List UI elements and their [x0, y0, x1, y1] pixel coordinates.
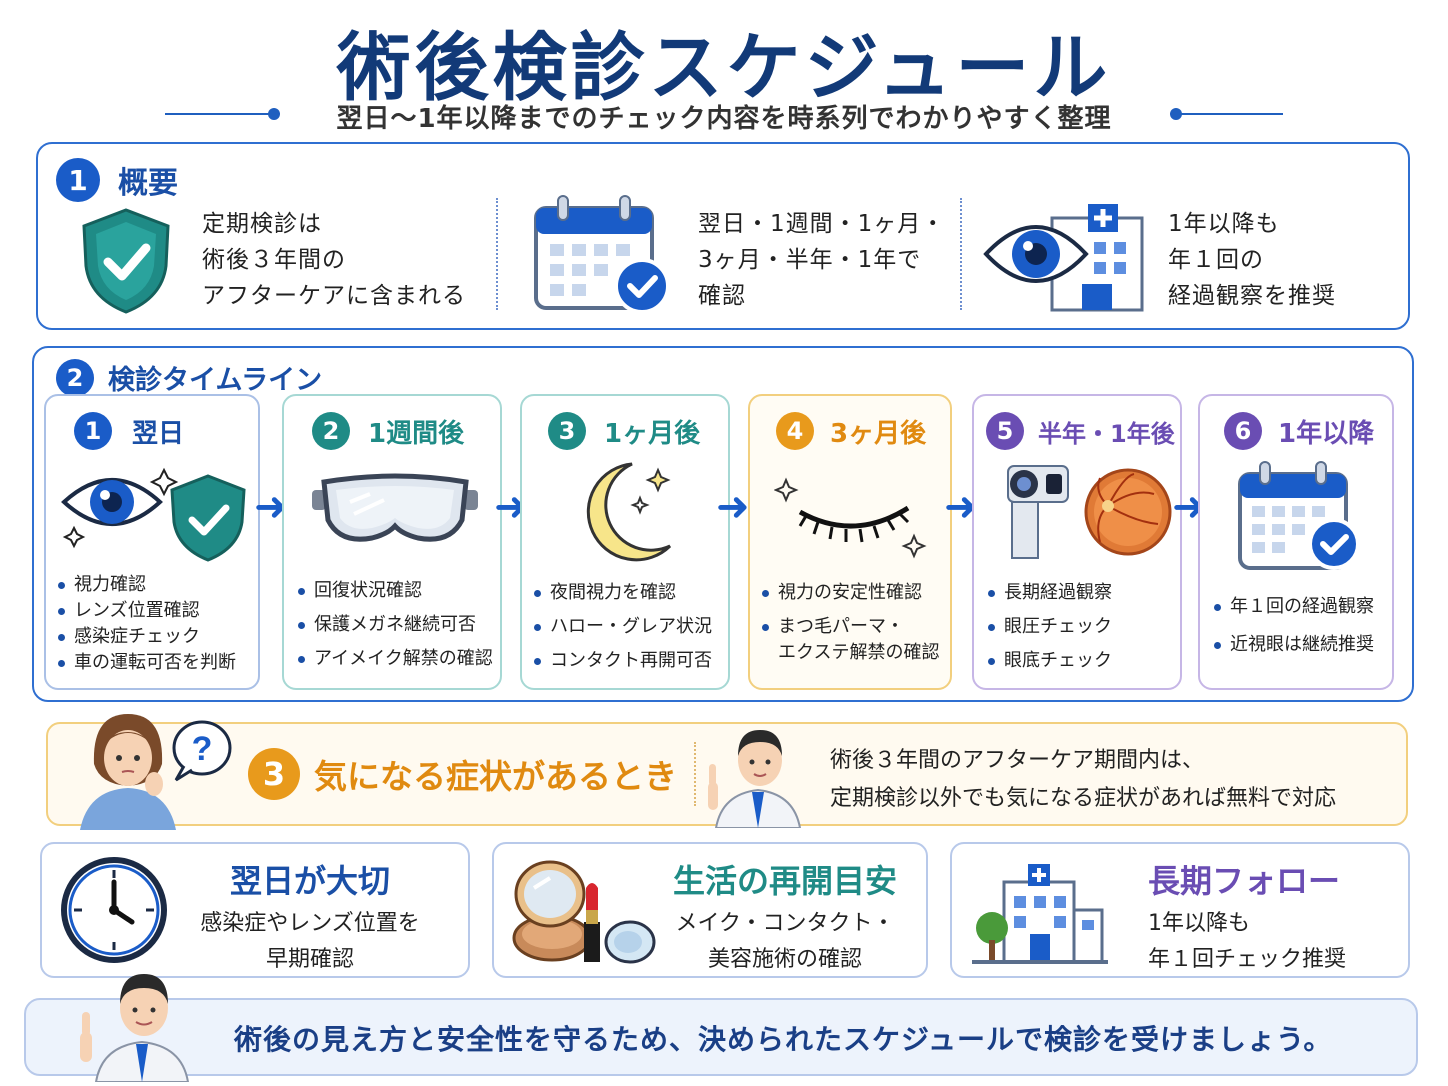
stage-6-label: 1年以降: [1278, 418, 1375, 449]
stage-5-item-2: 眼圧チェック: [986, 614, 1182, 640]
stage-1-number: 1: [74, 412, 112, 450]
stage-2-item-2: 保護メガネ継続可否: [296, 612, 500, 638]
stage-6-number: 6: [1224, 412, 1262, 450]
stage-5-item-1: 長期経過観察: [986, 580, 1182, 606]
overview-item-3-line-1: 1年以降も: [1168, 211, 1280, 237]
doctor-icon: [702, 720, 814, 832]
bottom-card-1-line-1: 感染症やレンズ位置を: [200, 911, 420, 936]
bottom-card-3-title: 長期フォロー: [1148, 862, 1341, 900]
overview-divider-1: [496, 198, 498, 310]
overview-item-1-line-1: 定期検診は: [202, 211, 322, 237]
stage-3-card: 3 1ヶ月後 夜間視力を確認 ハロー・グレア状況 コンタクト再開可否: [520, 394, 730, 690]
stage-1-item-3: 感染症チェック: [56, 624, 256, 650]
bottom-card-1: 翌日が大切 感染症やレンズ位置を 早期確認: [40, 842, 470, 978]
decorative-dot-left: [268, 108, 280, 120]
overview-divider-2: [960, 198, 962, 310]
eye-shield-icon: [60, 458, 250, 572]
overview-item-1-line-2: 術後３年間の: [202, 247, 346, 273]
stage-4-number: 4: [776, 412, 814, 450]
decorative-line-right: [1178, 113, 1283, 115]
stage-1-label: 翌日: [132, 418, 185, 449]
hospital-icon: [972, 860, 1108, 968]
stage-2-card: 2 1週間後 回復状況確認 保護メガネ継続可否 アイメイク解禁の確認: [282, 394, 502, 690]
bottom-card-1-title: 翌日が大切: [229, 862, 390, 900]
stage-3-number: 3: [548, 412, 586, 450]
stage-1-item-2: レンズ位置確認: [56, 598, 256, 624]
eyelash-icon: [773, 472, 934, 566]
stage-3-item-1: 夜間視力を確認: [532, 580, 732, 606]
stage-5-number: 5: [986, 412, 1024, 450]
clock-icon: [58, 854, 170, 970]
stage-1-item-4: 車の運転可否を判断: [56, 650, 256, 676]
eye-exam-icon: [1004, 462, 1174, 566]
stage-3-item-2: ハロー・グレア状況: [532, 614, 732, 640]
stage-4-label: 3ヶ月後: [830, 418, 927, 449]
symptoms-text: 術後３年間のアフターケア期間内は、 定期検診以外でも気になる症状があれば無料で対…: [830, 742, 1336, 818]
stage-2-label: 1週間後: [368, 418, 465, 449]
overview-item-2-text: 翌日・1週間・1ヶ月・ 3ヶ月・半年・1年で 確認: [698, 206, 945, 314]
shield-check-icon: [78, 206, 174, 320]
stage-5-card: 5 半年・1年後 長期経過観察 眼圧チェック 眼底チェック: [972, 394, 1182, 690]
timeline-arrow-4: ➜: [944, 484, 978, 530]
page-title: 術後検診スケジュール: [336, 25, 1112, 111]
overview-item-2-line-1: 翌日・1週間・1ヶ月・: [698, 211, 946, 237]
footer-message: 術後の見え方と安全性を守るため、決められたスケジュールで検診を受けましょう。: [234, 1023, 1333, 1056]
calendar-check-icon: [1236, 460, 1362, 578]
bottom-card-1-line-2: 早期確認: [265, 947, 354, 972]
stage-2-item-1: 回復状況確認: [296, 578, 500, 604]
stage-4-card: 4 3ヶ月後 視力の安定性確認 まつ毛パーマ・ エクステ解禁の確認: [748, 394, 952, 690]
footer-banner: [24, 998, 1418, 1076]
moon-icon: [572, 460, 692, 568]
overview-number-badge: 1: [56, 158, 100, 202]
timeline-arrow-1: ➜: [254, 484, 288, 530]
stage-6-card: 6 1年以降 年１回の経過観察 近視眼は継続推奨: [1198, 394, 1394, 690]
overview-item-2-line-3: 確認: [698, 283, 746, 309]
bottom-card-2-line-1: メイク・コンタクト・: [675, 911, 895, 936]
symptoms-line-1: 術後３年間のアフターケア期間内は、: [830, 748, 1205, 773]
decorative-dot-right: [1170, 108, 1182, 120]
page-subtitle: 翌日〜1年以降までのチェック内容を時系列でわかりやすく整理: [336, 104, 1112, 134]
footer-doctor-icon: [76, 962, 206, 1086]
symptoms-divider: [694, 742, 696, 806]
bottom-card-3-line-1: 1年以降も: [1148, 911, 1250, 936]
decorative-line-left: [165, 113, 270, 115]
stage-5-item-3: 眼底チェック: [986, 648, 1182, 674]
eye-hospital-icon: [982, 200, 1162, 316]
stage-3-label: 1ヶ月後: [604, 418, 701, 449]
symptoms-line-2: 定期検診以外でも気になる症状があれば無料で対応: [830, 786, 1337, 811]
bottom-card-3-line-2: 年１回チェック推奨: [1148, 947, 1347, 972]
symptoms-title: 気になる症状があるとき: [314, 757, 677, 796]
calendar-check-icon: [532, 192, 672, 320]
stage-5-label: 半年・1年後: [1038, 419, 1175, 448]
stage-2-item-3: アイメイク解禁の確認: [296, 646, 500, 672]
timeline-title: 検診タイムライン: [108, 365, 323, 396]
goggles-icon: [310, 472, 480, 552]
question-mark: ?: [192, 730, 213, 768]
bottom-card-3: 長期フォロー 1年以降も 年１回チェック推奨: [950, 842, 1410, 978]
overview-section: 1 概要 定期検診は 術後３年間の アフターケアに含まれる: [36, 142, 1410, 330]
bottom-card-2-line-2: 美容施術の確認: [707, 947, 862, 972]
overview-item-3-text: 1年以降も 年１回の 経過観察を推奨: [1168, 206, 1336, 314]
symptoms-number-badge: 3: [248, 748, 300, 800]
stage-6-item-2: 近視眼は継続推奨: [1212, 632, 1396, 658]
stage-4-item-2: まつ毛パーマ・ エクステ解禁の確認: [760, 614, 952, 666]
overview-item-2-line-2: 3ヶ月・半年・1年で: [698, 247, 922, 273]
bottom-card-2-title: 生活の再開目安: [672, 862, 897, 900]
overview-item-1-text: 定期検診は 術後３年間の アフターケアに含まれる: [202, 206, 466, 314]
stage-1-item-1: 視力確認: [56, 572, 256, 598]
makeup-icon: [510, 858, 660, 972]
overview-item-3-line-2: 年１回の: [1168, 247, 1264, 273]
timeline-number-badge: 2: [56, 358, 94, 397]
bottom-card-2: 生活の再開目安 メイク・コンタクト・ 美容施術の確認: [492, 842, 928, 978]
stage-1-card: 1 翌日 視力確認 レンズ位置確認 感染症チェック 車の運転可否を判断: [44, 394, 260, 690]
timeline-arrow-3: ➜: [716, 484, 750, 530]
overview-item-1-line-3: アフターケアに含まれる: [202, 283, 466, 309]
stage-6-item-1: 年１回の経過観察: [1212, 594, 1396, 620]
stage-2-number: 2: [312, 412, 350, 450]
patient-woman-icon: ?: [72, 708, 242, 834]
overview-item-3-line-3: 経過観察を推奨: [1168, 283, 1336, 309]
stage-4-item-1: 視力の安定性確認: [760, 580, 952, 606]
stage-3-item-3: コンタクト再開可否: [532, 648, 732, 674]
overview-title: 概要: [118, 166, 178, 201]
